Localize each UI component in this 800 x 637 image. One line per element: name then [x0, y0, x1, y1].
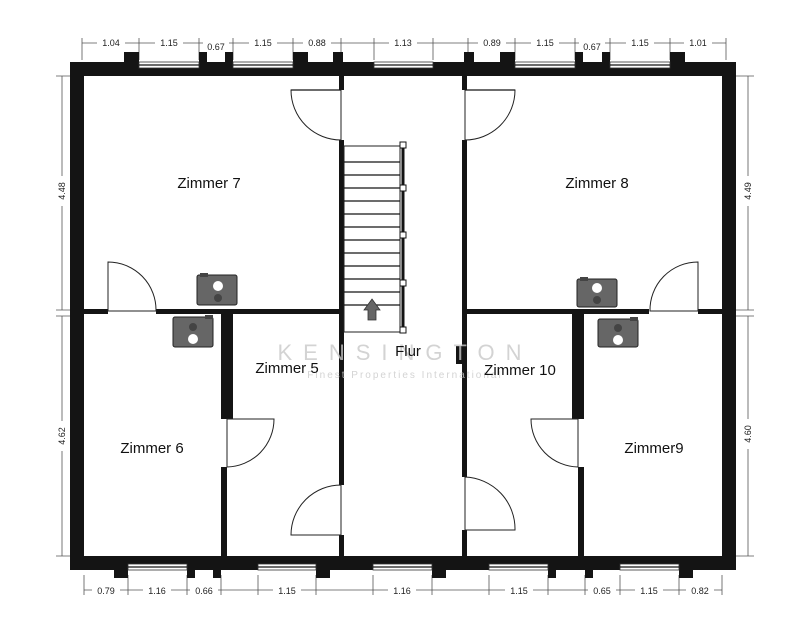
dim-top-2: 1.15: [160, 38, 178, 48]
dim-bottom-7: 0.65: [593, 586, 611, 596]
dim-right-1: 4.49: [743, 182, 753, 200]
radiator-icon: [576, 277, 618, 308]
radiator-icon: [597, 317, 639, 348]
dim-bottom-8: 1.15: [640, 586, 658, 596]
bottom-windows: [127, 563, 680, 571]
dim-top-10: 1.15: [631, 38, 649, 48]
dim-top-1: 1.04: [102, 38, 120, 48]
dim-bottom-5: 1.16: [393, 586, 411, 596]
dim-top-4: 1.15: [254, 38, 272, 48]
room-label-zimmer5: Zimmer 5: [255, 360, 318, 377]
dim-right-2: 4.60: [743, 425, 753, 443]
room-label-zimmer9: Zimmer9: [624, 440, 683, 457]
watermark: KENSINGTON Finest Properties Internation…: [277, 340, 532, 381]
radiator-icon: [172, 315, 214, 348]
room-label-flur: Flur: [395, 343, 421, 360]
interior-walls: [84, 76, 722, 557]
side-dimension-labels: 4.48 4.62 4.49 4.60: [56, 176, 754, 451]
room-label-zimmer8: Zimmer 8: [565, 175, 628, 192]
dim-left-2: 4.62: [57, 427, 67, 445]
staircase: [343, 141, 407, 334]
room-label-zimmer6: Zimmer 6: [120, 440, 183, 457]
dim-bottom-1: 0.79: [97, 586, 115, 596]
room-label-zimmer7: Zimmer 7: [177, 175, 240, 192]
watermark-brand: KENSINGTON: [277, 340, 532, 365]
bottom-dimension-labels: 0.79 1.16 0.66 1.15 1.16 1.15 0.65 1.15 …: [92, 586, 714, 598]
watermark-tagline: Finest Properties International: [307, 370, 502, 381]
dim-top-5: 0.88: [308, 38, 326, 48]
dim-top-7: 0.89: [483, 38, 501, 48]
dim-top-6: 1.13: [394, 38, 412, 48]
room-label-zimmer10: Zimmer 10: [484, 362, 556, 379]
dim-bottom-9: 0.82: [691, 586, 709, 596]
doors: [107, 89, 699, 536]
dim-bottom-6: 1.15: [510, 586, 528, 596]
dim-left-1: 4.48: [57, 182, 67, 200]
dim-bottom-2: 1.16: [148, 586, 166, 596]
top-dimension-labels: 1.04 1.15 0.67 1.15 0.88 1.13 0.89 1.15 …: [97, 37, 712, 52]
dim-bottom-3: 0.66: [195, 586, 213, 596]
stair-arrow-icon: [363, 298, 381, 321]
dim-top-8: 1.15: [536, 38, 554, 48]
dim-top-3: 0.67: [207, 42, 225, 52]
dim-top-9: 0.67: [583, 42, 601, 52]
top-windows: [138, 61, 671, 69]
dim-bottom-4: 1.15: [278, 586, 296, 596]
dim-top-11: 1.01: [689, 38, 707, 48]
radiator-icon: [196, 273, 238, 306]
